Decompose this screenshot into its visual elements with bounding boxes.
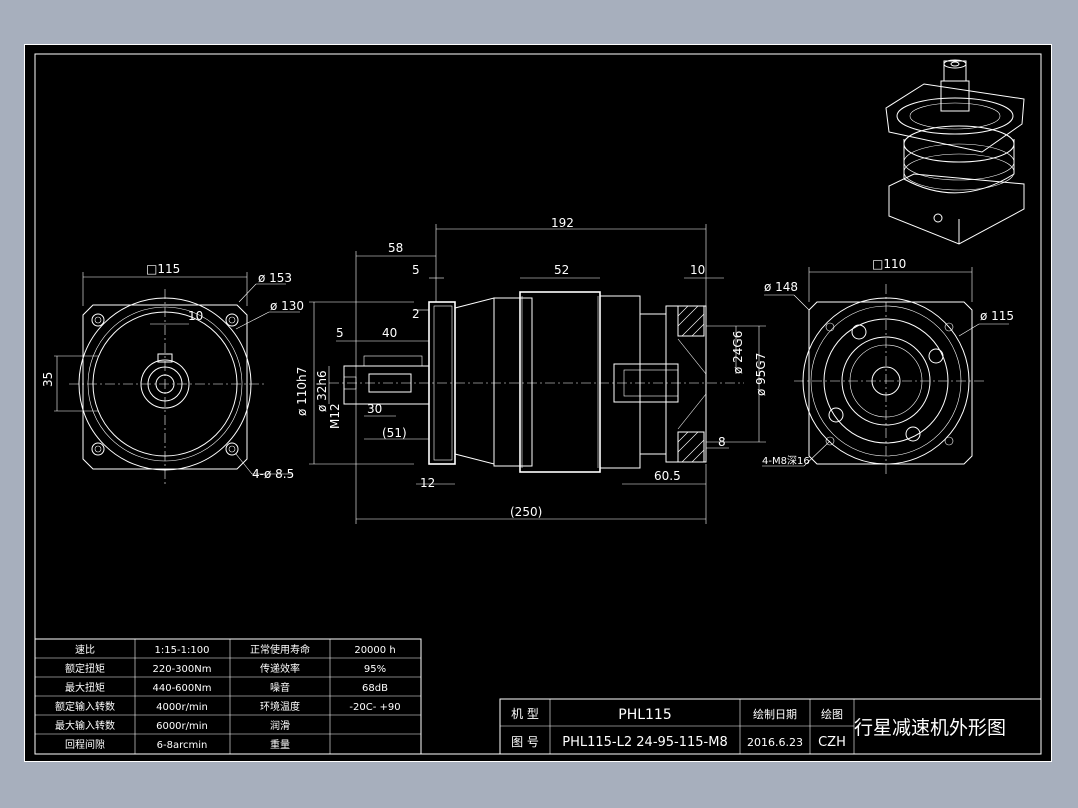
spec-value: 95% — [364, 664, 386, 675]
dim-key-length: 30 — [367, 402, 382, 416]
dim-body-length: 52 — [554, 263, 569, 277]
rear-view — [762, 267, 1009, 474]
spec-value: 440-600Nm — [152, 683, 211, 694]
dim-front-pitch: ø 130 — [270, 299, 304, 313]
outer-frame — [24, 44, 1052, 762]
title-model-label: 机 型 — [511, 707, 539, 721]
spec-label: 环境温度 — [260, 700, 300, 713]
spec-value: 1:15-1:100 — [155, 645, 210, 656]
dim-overall: (250) — [510, 505, 542, 519]
spec-label: 速比 — [75, 644, 95, 656]
dim-shaft-key: 40 — [382, 326, 397, 340]
spec-label: 润滑 — [270, 719, 290, 732]
dim-shaft-d: ø 32h6 — [315, 370, 329, 412]
spec-value: -20C- +90 — [349, 702, 400, 713]
dim-2: 2 — [412, 307, 420, 321]
spec-value: 68dB — [362, 683, 388, 694]
dim-flange-step: 12 — [420, 476, 435, 490]
spec-label: 传递效率 — [260, 662, 300, 675]
dim-total-length: 192 — [551, 216, 574, 230]
dim-front-square: □115 — [146, 262, 180, 276]
dim-input-pilot: ø 95G7 — [754, 353, 768, 396]
spec-label: 重量 — [270, 738, 290, 751]
spec-label: 最大输入转数 — [55, 719, 115, 732]
dim-5-top: 5 — [412, 263, 420, 277]
dim-rear-threads: 4-M8深16 — [762, 455, 810, 467]
front-view — [54, 272, 300, 484]
spec-table: 速比 1:15-1:100 正常使用寿命 20000 h 额定扭矩 220-30… — [55, 643, 401, 751]
drawing-sheet: □115 ø 153 ø 130 10 35 4-ø 8.5 — [24, 44, 1052, 762]
dim-rear-outer: ø 148 — [764, 280, 798, 294]
title-drawing-label: 图 号 — [511, 735, 539, 749]
dim-input-depth: 8 — [718, 435, 726, 449]
dim-front-key-height: 35 — [41, 372, 55, 387]
dim-input-bore: ø 24G6 — [731, 331, 745, 374]
spec-value: 6000r/min — [156, 721, 208, 732]
title-drawing-value: PHL115-L2 24-95-115-M8 — [562, 735, 727, 750]
dim-rear-pitch: ø 115 — [980, 309, 1014, 323]
dim-flange-thickness: 10 — [690, 263, 705, 277]
title-block-grid — [499, 698, 1042, 755]
dim-shaft-length: (51) — [382, 426, 407, 440]
dim-rear-square: □110 — [872, 257, 906, 271]
cad-drawing: □115 ø 153 ø 130 10 35 4-ø 8.5 — [24, 44, 1052, 762]
spec-label: 噪音 — [270, 681, 290, 694]
drawing-title: 行星减速机外形图 — [854, 717, 1006, 739]
isometric-view — [885, 59, 1025, 245]
dim-front-holes: 4-ø 8.5 — [252, 467, 294, 481]
dim-thread: M12 — [328, 403, 342, 429]
spec-value: 20000 h — [354, 645, 395, 656]
spec-value: 220-300Nm — [152, 664, 211, 675]
dim-shaft-offset: 5 — [336, 326, 344, 340]
spec-value: 6-8arcmin — [157, 740, 208, 751]
spec-table-grid — [34, 638, 422, 755]
spec-value: 4000r/min — [156, 702, 208, 713]
spec-label: 正常使用寿命 — [250, 643, 310, 656]
title-model-value: PHL115 — [618, 707, 672, 723]
side-view — [309, 224, 766, 524]
spec-label: 额定输入转数 — [55, 700, 115, 713]
title-drawer-value: CZH — [818, 735, 846, 750]
dim-pilot: ø 110h7 — [295, 367, 309, 416]
spec-label: 最大扭矩 — [65, 681, 105, 694]
dim-flange-length: 58 — [388, 241, 403, 255]
dim-front-outer: ø 153 — [258, 271, 292, 285]
dim-input-length: 60.5 — [654, 469, 681, 483]
title-date-label: 绘制日期 — [753, 707, 797, 721]
title-date-value: 2016.6.23 — [747, 736, 803, 749]
dim-front-key-width: 10 — [188, 309, 203, 323]
title-drawer-label: 绘图 — [821, 707, 843, 721]
spec-label: 回程间隙 — [65, 738, 105, 751]
spec-label: 额定扭矩 — [65, 662, 105, 675]
